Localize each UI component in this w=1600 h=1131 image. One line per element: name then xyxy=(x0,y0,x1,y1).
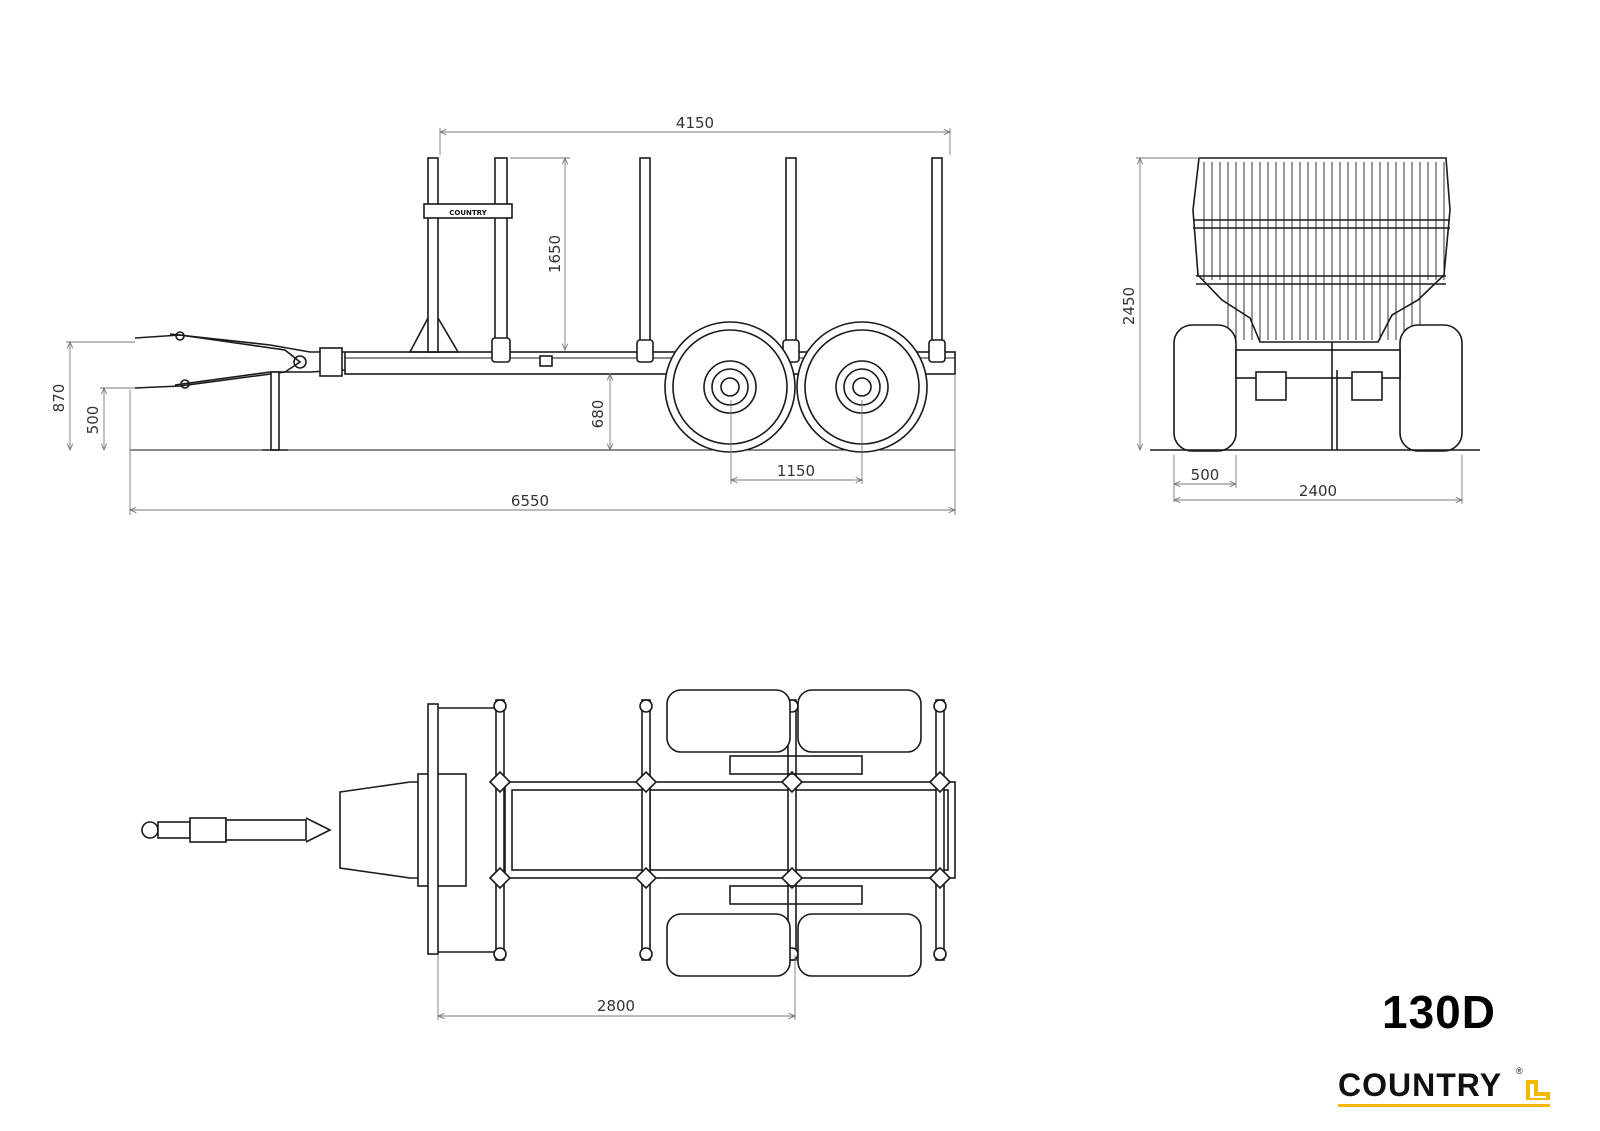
brand-logo: COUNTRY ® xyxy=(1338,1066,1550,1107)
front-wheel xyxy=(664,321,796,453)
dim-rear-height: 2450 xyxy=(1120,287,1138,325)
rear-view: 2450 500 2400 xyxy=(1120,158,1480,504)
dim-frame-height: 680 xyxy=(589,400,607,429)
stake-top xyxy=(935,699,945,961)
dim-rear-width: 2400 xyxy=(1299,482,1337,500)
svg-text:COUNTRY: COUNTRY xyxy=(1338,1067,1502,1103)
dim-bunk-spacing: 2800 xyxy=(597,997,635,1015)
dim-drawbar-lower: 500 xyxy=(84,406,102,435)
model-title: 130D xyxy=(1382,986,1496,1038)
top-view: 2800 xyxy=(141,689,956,1020)
dim-axle-spacing: 1150 xyxy=(777,462,815,480)
dim-wheel-width: 500 xyxy=(1191,466,1220,484)
svg-text:®: ® xyxy=(1516,1066,1523,1076)
dim-bunk-length: 4150 xyxy=(676,114,714,132)
side-view: COUNTRY 4150 16 xyxy=(50,114,955,515)
frame-label: COUNTRY xyxy=(449,209,487,217)
rear-wheel xyxy=(796,321,928,453)
stake-top xyxy=(495,699,505,961)
dim-stake-height: 1650 xyxy=(546,235,564,273)
dim-drawbar-upper: 870 xyxy=(50,384,68,413)
dim-total-length: 6550 xyxy=(511,492,549,510)
stake-top xyxy=(641,699,651,961)
